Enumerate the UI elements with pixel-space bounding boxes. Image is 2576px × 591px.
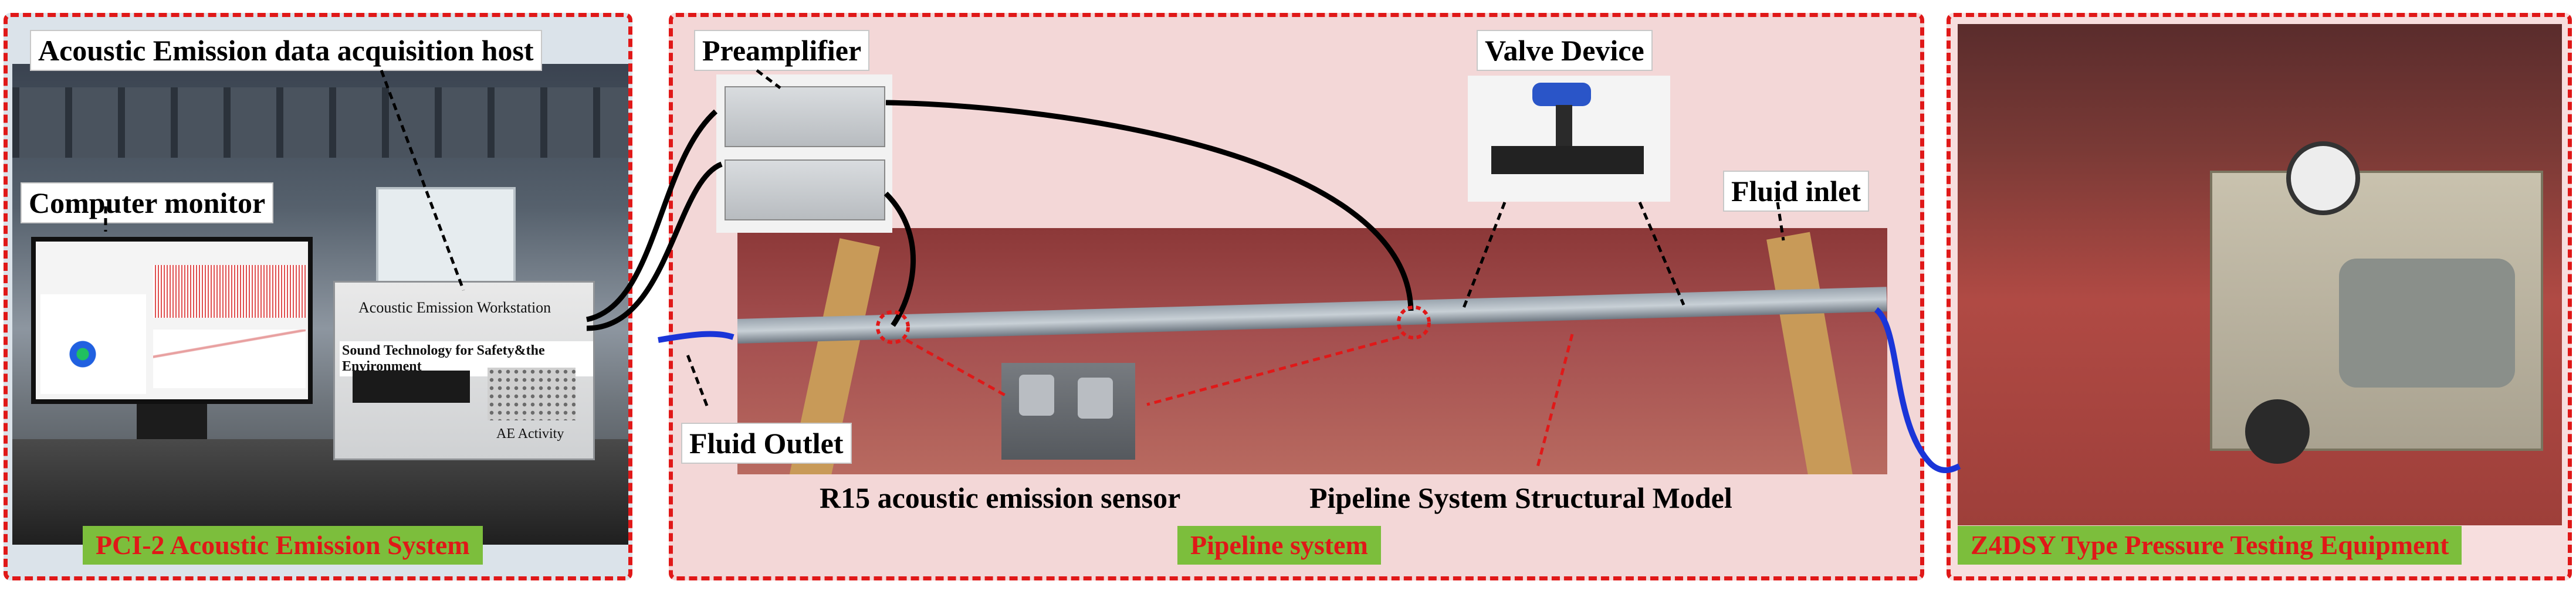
leader-preamp <box>756 69 781 89</box>
label-fluid-inlet: Fluid inlet <box>1723 171 1869 212</box>
sensor-closeup-photo <box>1001 363 1135 460</box>
hose-inlet <box>1874 307 1961 473</box>
leader-valve-1 <box>1462 202 1507 308</box>
title-pipeline-system: Pipeline system <box>1177 526 1381 565</box>
computer-monitor <box>31 237 313 404</box>
title-pci2-system: PCI-2 Acoustic Emission System <box>83 526 483 565</box>
leader-valve-2 <box>1638 202 1685 305</box>
sensor-marker-left <box>876 310 910 344</box>
hose-outlet <box>658 331 734 343</box>
screen-waveform <box>153 265 306 318</box>
leader-sensor-left <box>905 338 1007 398</box>
equipment-wheel <box>2245 399 2310 464</box>
preamplifier-photo <box>716 74 892 233</box>
label-fluid-outlet: Fluid Outlet <box>681 423 852 464</box>
host-drive-bay <box>353 371 470 403</box>
host-activity-label: AE Activity <box>496 426 564 441</box>
screen-3d-plot <box>40 294 146 394</box>
preamp-unit-top <box>725 86 885 147</box>
cable-host-to-preamp-1 <box>586 109 718 322</box>
sensor-body-a <box>1019 375 1054 416</box>
acquisition-host: Acoustic Emission Workstation Sound Tech… <box>333 281 595 460</box>
sensor-body-b <box>1078 378 1113 419</box>
sensor-marker-right <box>1397 305 1431 339</box>
leader-outlet <box>685 351 709 406</box>
cable-preamp-to-sensor-right <box>885 100 1414 311</box>
label-valve-device: Valve Device <box>1477 30 1653 71</box>
leader-host <box>380 70 465 291</box>
panel-pipeline-system: Preamplifier Valve Device Fluid inlet Fl… <box>669 13 1924 580</box>
monitor-stand <box>137 404 207 439</box>
preamp-unit-bottom <box>725 159 885 220</box>
label-structural-model: Pipeline System Structural Model <box>1309 481 1732 514</box>
cable-host-to-preamp-2 <box>586 161 723 331</box>
leader-model <box>1535 334 1574 470</box>
panel-pressure-testing: Z4DSY Type Pressure Testing Equipment <box>1947 13 2572 580</box>
title-pressure-testing: Z4DSY Type Pressure Testing Equipment <box>1958 526 2462 565</box>
leader-inlet <box>1776 202 1785 241</box>
leader-sensor-right <box>1146 335 1400 406</box>
valve-stem <box>1556 105 1572 146</box>
cable-preamp-to-sensor-left <box>884 191 916 327</box>
monitor-screen <box>36 242 308 399</box>
equipment-gauge <box>2286 141 2360 215</box>
label-acquisition-host: Acoustic Emission data acquisition host <box>30 30 542 71</box>
ceiling-girders <box>12 87 628 158</box>
valve-photo <box>1468 76 1670 202</box>
pressure-equipment-photo <box>1958 24 2562 525</box>
valve-body <box>1491 146 1644 174</box>
label-computer-monitor: Computer monitor <box>21 182 274 223</box>
host-vent-grille <box>488 368 576 420</box>
screen-trend <box>153 330 306 388</box>
valve-handwheel <box>1532 83 1591 106</box>
label-preamplifier: Preamplifier <box>694 30 870 71</box>
label-r15-sensor: R15 acoustic emission sensor <box>820 481 1181 514</box>
host-workstation-label: Acoustic Emission Workstation <box>358 299 551 316</box>
equipment-motor <box>2339 259 2515 388</box>
panel-pci2-system: Acoustic Emission Workstation Sound Tech… <box>4 13 632 580</box>
